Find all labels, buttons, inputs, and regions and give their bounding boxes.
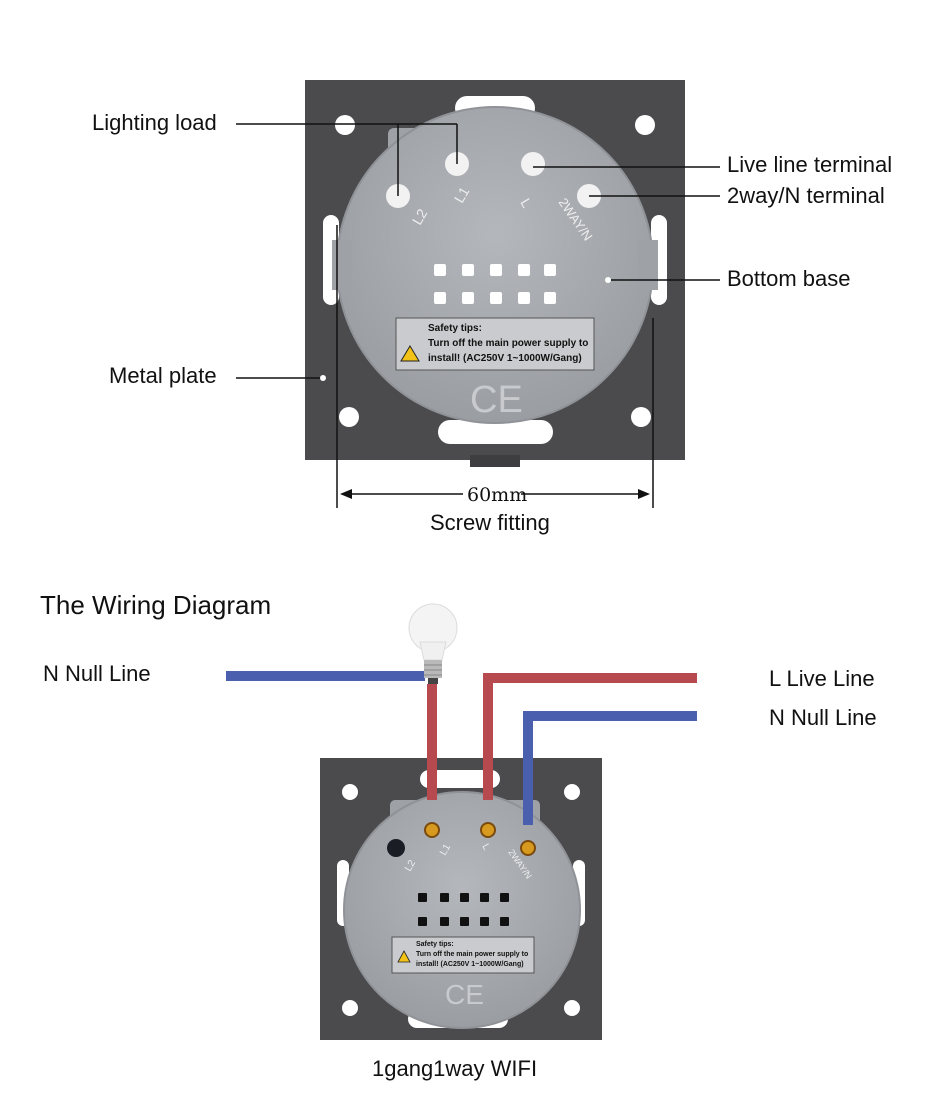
callout-lines [236, 123, 720, 508]
terminal-l2-label: L2 [409, 206, 431, 228]
safety-title: Safety tips: [428, 323, 482, 334]
live-line-terminal-label: Live line terminal [727, 152, 893, 177]
light-bulb-icon [408, 603, 458, 684]
wiring-ce-mark: CE [445, 979, 484, 1010]
dimension-value: 60mm [467, 484, 527, 506]
metal-plate-label: Metal plate [109, 363, 217, 388]
twoway-n-terminal-label: 2way/N terminal [727, 183, 885, 208]
n-null-line-left-label: N Null Line [43, 661, 151, 686]
bottom-base-label: Bottom base [727, 266, 851, 291]
safety-line2: install! (AC250V 1~1000W/Gang) [428, 353, 582, 364]
product-caption: 1gang1way WIFI [372, 1056, 538, 1081]
wiring-terminal-l2-label: L2 [403, 858, 418, 874]
wiring-safety-line1: Turn off the main power supply to [416, 951, 528, 958]
l-live-line-label: L Live Line [769, 666, 875, 691]
wiring-terminal-l-label: L [479, 842, 492, 853]
ce-mark: CE [470, 379, 523, 421]
terminal-l1-label: L1 [451, 184, 473, 206]
safety-line1: Turn off the main power supply to [428, 338, 588, 349]
wiring-safety-line2: install! (AC250V 1~1000W/Gang) [416, 961, 524, 968]
wiring-diagram-title: The Wiring Diagram [40, 590, 272, 620]
lighting-load-label: Lighting load [92, 110, 217, 135]
wiring-safety-title: Safety tips: [416, 941, 454, 948]
screw-fitting-label: Screw fitting [430, 510, 550, 535]
n-null-line-right-label: N Null Line [769, 705, 877, 730]
wires [185, 671, 738, 848]
wiring-terminal-l1-label: L1 [438, 842, 453, 858]
bottom-base [332, 106, 658, 424]
